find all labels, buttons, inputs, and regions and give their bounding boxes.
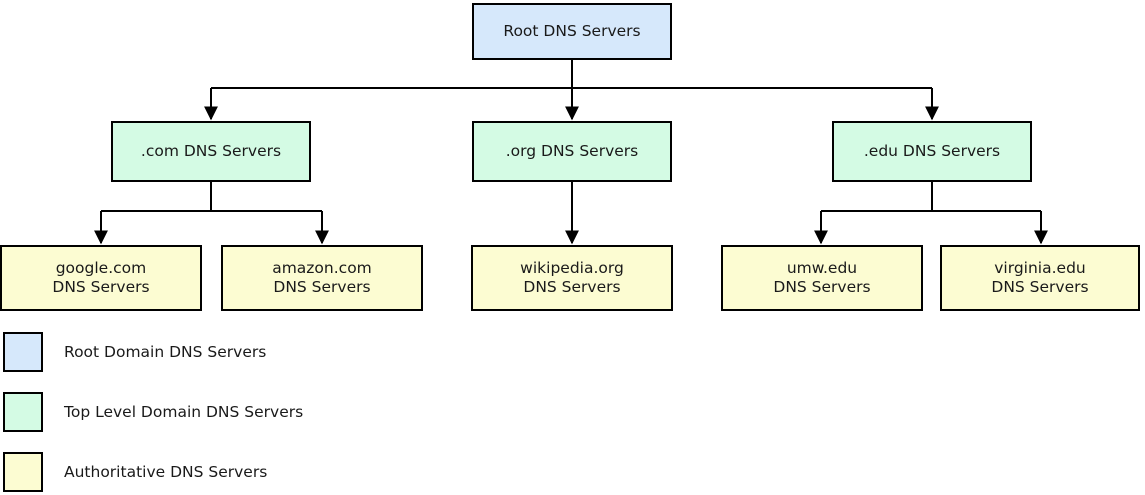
legend-item-top-level-domain: Top Level Domain DNS Servers [3, 392, 303, 432]
legend-label-authoritative: Authoritative DNS Servers [64, 463, 268, 481]
node-virginia-edu-dns-servers[interactable]: virginia.edu DNS Servers [940, 245, 1140, 311]
legend-item-authoritative: Authoritative DNS Servers [3, 452, 267, 492]
node-org-dns-servers[interactable]: .org DNS Servers [472, 121, 672, 182]
legend-label-top-level-domain: Top Level Domain DNS Servers [64, 403, 304, 421]
legend-label-root-domain: Root Domain DNS Servers [64, 343, 267, 361]
node-amazon-com-dns-servers[interactable]: amazon.com DNS Servers [221, 245, 423, 311]
node-umw-edu-dns-servers[interactable]: umw.edu DNS Servers [721, 245, 923, 311]
legend-swatch-tld-icon [3, 392, 43, 432]
legend-swatch-root-icon [3, 332, 43, 372]
node-root-dns-servers[interactable]: Root DNS Servers [472, 3, 672, 60]
node-edu-dns-servers[interactable]: .edu DNS Servers [832, 121, 1032, 182]
node-com-dns-servers[interactable]: .com DNS Servers [111, 121, 311, 182]
node-wikipedia-org-dns-servers[interactable]: wikipedia.org DNS Servers [471, 245, 673, 311]
legend-swatch-authoritative-icon [3, 452, 43, 492]
node-google-com-dns-servers[interactable]: google.com DNS Servers [0, 245, 202, 311]
legend-item-root-domain: Root Domain DNS Servers [3, 332, 266, 372]
